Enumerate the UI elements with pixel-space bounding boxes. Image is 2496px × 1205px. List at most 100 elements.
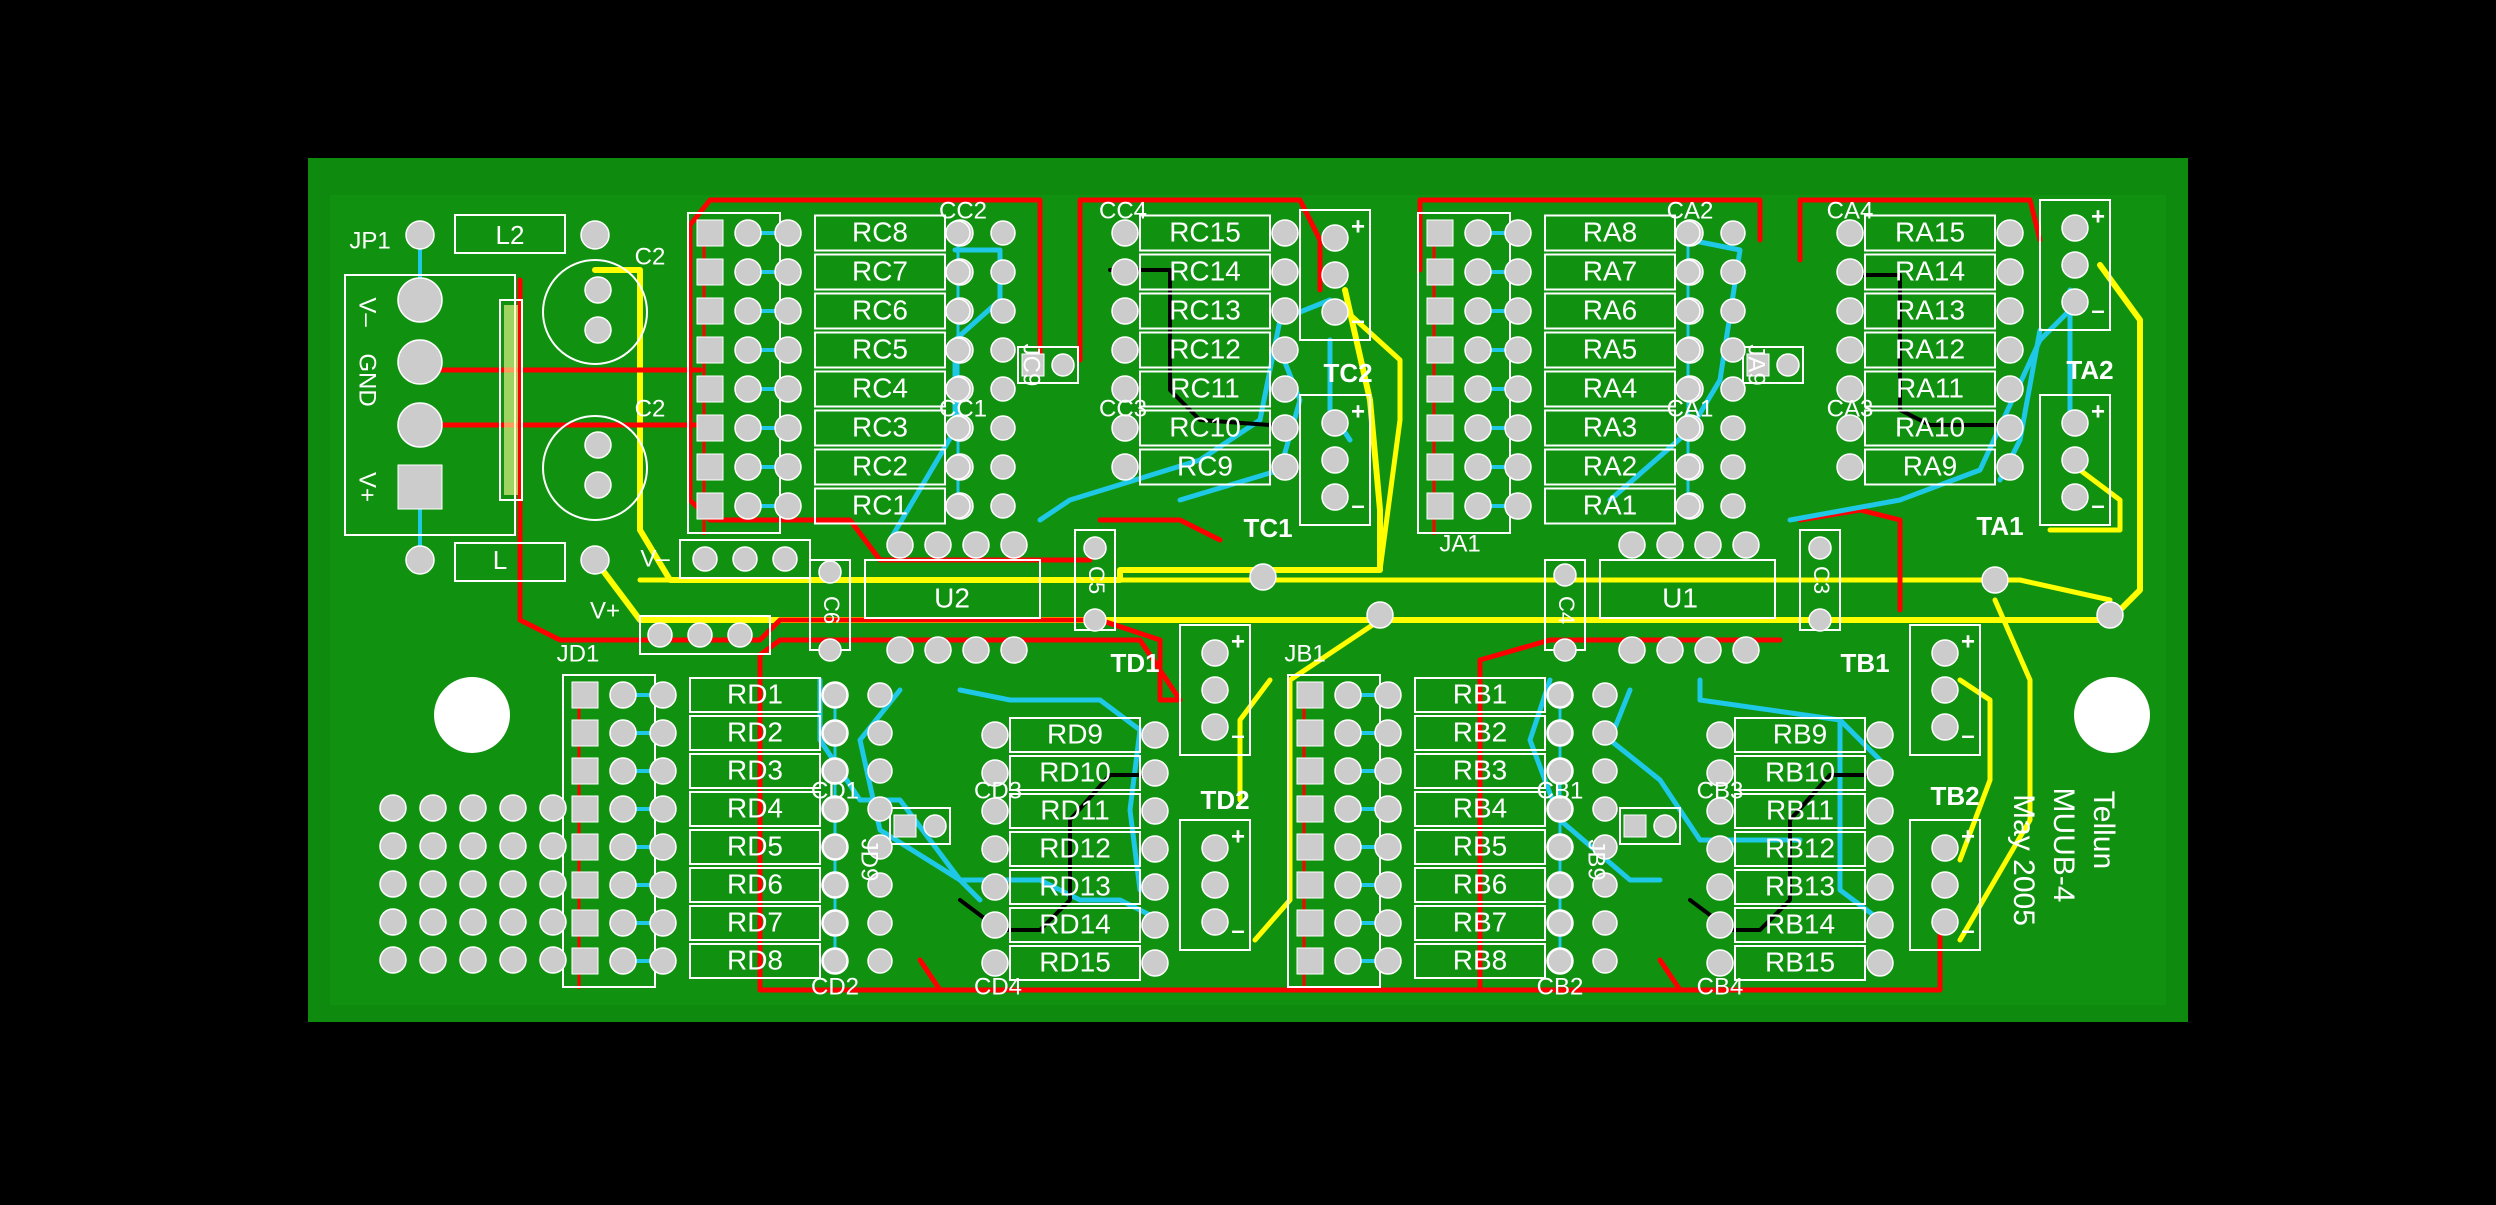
resistor2-label-b: RB10 [1765,756,1835,787]
header-pad-c [696,492,724,520]
minus-sign-d: – [1231,722,1244,749]
pad-misc-2 [2096,601,2124,629]
header-pad-c [734,258,762,286]
cap-pad-b [1547,720,1573,746]
jumper-outline-c [1017,346,1079,384]
header-pad-c [696,336,724,364]
cap-pad-b [1592,872,1618,898]
minus-sign-b: – [1961,722,1974,749]
proto-pad [419,870,447,898]
header-pad-b [1296,833,1324,861]
cap-pad-b [1547,872,1573,898]
resistor-pad-a [1504,492,1532,520]
header-outline-d [562,674,656,988]
resistor-label-a: RA2 [1583,450,1637,481]
header-pad-a [1464,375,1492,403]
plus-sign-a: + [2091,398,2105,425]
resistor2-pad-c [1271,453,1299,481]
resistor2-label-b: RB14 [1765,908,1835,939]
cap-pad-c [945,298,971,324]
pad-vp-2 [687,622,713,648]
resistor-pad-d [649,757,677,785]
header-pad-d [609,681,637,709]
header-pad-d [609,909,637,937]
cap-c6-pad [818,638,842,662]
resistor2-outline-d [1009,755,1141,791]
cap-label-b: CB1 [1537,777,1584,804]
cap-label-d: CD1 [811,777,859,804]
resistor2-pad-a [1996,258,2024,286]
proto-pad [539,946,567,974]
resistor-outline-d [689,829,821,865]
resistor2-pad-c [1271,219,1299,247]
header-pad-a [1464,453,1492,481]
cap-pad-b [1592,682,1618,708]
header-pad-a [1426,414,1454,442]
cap-pad-c [945,259,971,285]
resistor2-label-d: RD15 [1039,946,1111,977]
proto-pad [459,832,487,860]
trace-yellow-7 [1957,597,2033,943]
proto-pad [459,908,487,936]
resistor2-outline-c [1139,409,1271,447]
resistor2-pad-in-a [1836,258,1864,286]
header-pad-b [1334,947,1362,975]
cap-label-a: CA1 [1667,395,1714,422]
resistor-pad-d [649,871,677,899]
resistor-outline-c [814,409,946,447]
header-pad-a [1426,219,1454,247]
resistor-label-d: RD2 [727,716,783,747]
resistor-label-c: RC1 [852,489,908,520]
pad-vminus [397,277,443,323]
cap-label-c: CC1 [939,395,987,422]
resistor-label-b: RB7 [1453,906,1507,937]
resistor2-pad-d [1141,873,1169,901]
header-pad-a [1426,492,1454,520]
connector-label-b: TB2 [1930,781,1979,811]
cap-pad-a [1675,259,1701,285]
cap-c4-pad [1553,638,1577,662]
header-pad-d [571,833,599,861]
connector-outline-a [2039,199,2111,331]
pad-vm-2 [732,546,758,572]
cap-label-c: CC2 [939,197,987,224]
resistor2-label-d: RD13 [1039,870,1111,901]
resistor-outline-a [1544,214,1676,252]
resistor-pad-b [1374,795,1402,823]
resistor2-pad-c [1271,258,1299,286]
cap-pad-b [1547,682,1573,708]
minus-sign-c: – [1351,492,1364,519]
resistor2-outline-a [1864,409,1996,447]
resistor-label-a: RA6 [1583,294,1637,325]
mounting-hole-right [2074,677,2150,753]
resistor-pad-a [1504,219,1532,247]
cap-c4-pad [1553,563,1577,587]
resistor2-label-d: RD12 [1039,832,1111,863]
resistor2-label-b: RB11 [1766,794,1834,825]
resistor-label-a: RA7 [1583,255,1637,286]
header-pad-d [609,719,637,747]
resistor2-pad-c [1271,375,1299,403]
resistor2-pad-in-b [1706,949,1734,977]
proto-pad [419,908,447,936]
minus-sign-a: – [2091,297,2104,324]
trace-vminus [592,267,1383,583]
cap-pad-b [1547,796,1573,822]
cap-pad-c [990,493,1016,519]
connector-pad-b [1931,871,1959,899]
resistor-pad-a [1504,258,1532,286]
cap-label-a: CA3 [1827,395,1874,422]
resistor-pad-a [1504,336,1532,364]
connector-pad-a [2061,288,2089,316]
header-pad-a [1464,492,1492,520]
cap-pad-c [945,337,971,363]
cap-pad-b [1547,948,1573,974]
proto-pad [499,794,527,822]
connector-outline-d [1179,819,1251,951]
resistor-label-b: RB6 [1453,868,1507,899]
proto-pad [499,908,527,936]
header-pad-d [571,719,599,747]
ic-u1-pad [1656,636,1684,664]
cap-pad-d [867,720,893,746]
cap-c4-label: C4 [1554,596,1579,624]
